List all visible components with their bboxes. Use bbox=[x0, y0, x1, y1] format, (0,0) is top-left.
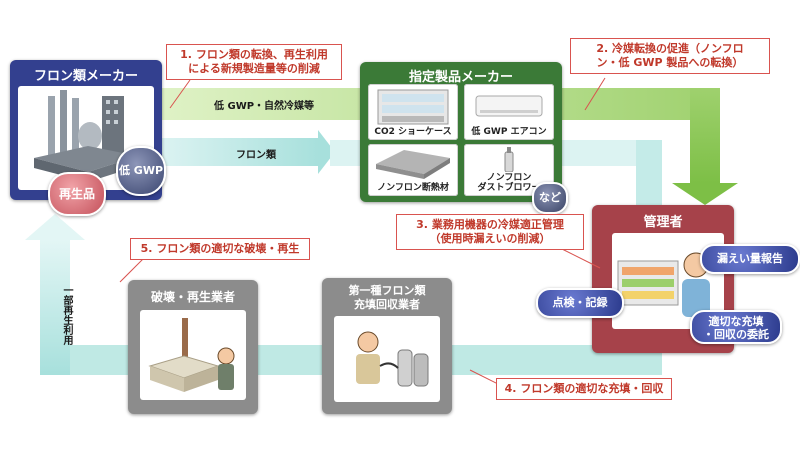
inspection-record-bubble: 点検・記録 bbox=[536, 288, 624, 318]
product-label: CO2 ショーケース bbox=[374, 127, 452, 137]
spray-can-icon bbox=[504, 147, 514, 172]
callout-3: 3. 業務用機器の冷媒適正管理 （使用時漏えいの削減） bbox=[396, 214, 584, 250]
insulation-card: ノンフロン断熱材 bbox=[368, 144, 458, 196]
product-maker-box: 指定製品メーカー CO2 ショーケース 低 GWP エアコン ノンフロン断熱材 … bbox=[360, 62, 568, 214]
product-label: ノンフロン断熱材 bbox=[377, 183, 449, 193]
manager-title: 管理者 bbox=[643, 215, 683, 230]
callout-1: 1. フロン類の転換、再生利用 による新規製造量等の削減 bbox=[166, 44, 342, 80]
cfc-flow-arrow bbox=[160, 130, 335, 174]
low-gwp-badge: 低 GWP bbox=[116, 146, 166, 196]
charge-collect-consign-bubble: 適切な充填 ・回収の委託 bbox=[690, 310, 782, 344]
product-maker-title: 指定製品メーカー bbox=[408, 70, 513, 85]
refrigerant-recovery-icon bbox=[356, 331, 429, 387]
plant-worker-icon bbox=[148, 318, 235, 392]
destroyer-box: 破壊・再生業者 bbox=[128, 280, 258, 414]
product-label: 低 GWP エアコン bbox=[471, 127, 547, 137]
manufacturer-title: フロン類メーカー bbox=[33, 69, 138, 84]
air-conditioner-icon bbox=[475, 95, 543, 117]
callout-2: 2. 冷媒転換の促進（ノンフロ ン・低 GWP 製品への転換） bbox=[570, 38, 770, 74]
recycled-badge: 再生品 bbox=[48, 172, 106, 216]
product-label: ノンフロン ダストブロワー bbox=[477, 173, 541, 193]
collector-box: 第一種フロン類 充填回収業者 bbox=[322, 278, 452, 414]
store-clerk-icon bbox=[617, 252, 710, 317]
callout-4: 4. フロン類の適切な充填・回収 bbox=[496, 378, 672, 400]
co2-showcase-card: CO2 ショーケース bbox=[368, 84, 458, 140]
leak-report-bubble: 漏えい量報告 bbox=[700, 244, 800, 274]
low-gwp-aircon-card: 低 GWP エアコン bbox=[464, 84, 554, 140]
low-gwp-flow-label: 低 GWP・自然冷媒等 bbox=[214, 101, 315, 112]
callout-5: 5. フロン類の適切な破壊・再生 bbox=[130, 238, 310, 260]
collector-title: 第一種フロン類 充填回収業者 bbox=[348, 284, 426, 311]
cfc-flow-label: フロン類 bbox=[236, 150, 276, 161]
etc-badge: など bbox=[532, 182, 568, 214]
partial-reuse-label: 一部再生利用 bbox=[61, 285, 72, 345]
destroyer-title: 破壊・再生業者 bbox=[150, 290, 235, 304]
insulation-board-icon bbox=[376, 150, 450, 179]
manufacturer-box: フロン類メーカー 低 GWP 再生品 bbox=[10, 60, 166, 216]
showcase-icon bbox=[377, 89, 449, 125]
